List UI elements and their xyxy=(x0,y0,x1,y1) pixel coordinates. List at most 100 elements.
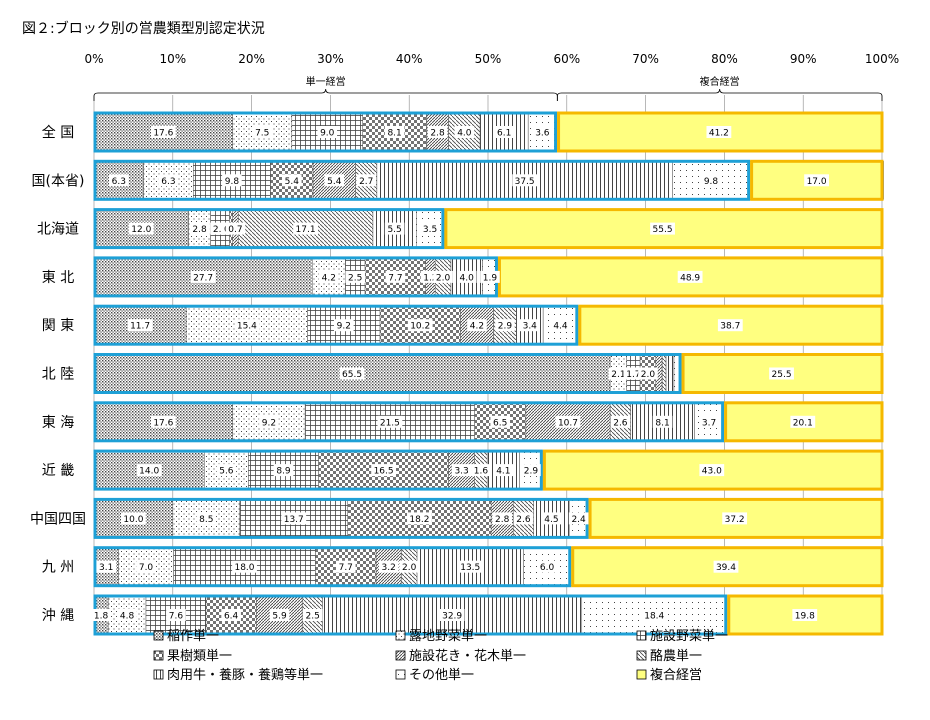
legend-label: 果樹類単一 xyxy=(167,648,232,664)
data-label-bg xyxy=(550,319,571,332)
data-label: 15.4 xyxy=(237,322,257,332)
data-label-bg xyxy=(608,367,629,380)
data-label: 3.4 xyxy=(523,322,538,332)
single-outline xyxy=(93,111,558,153)
data-label-bg xyxy=(136,560,156,573)
legend: 稲作単一露地野菜単一施設野菜単一果樹類単一施設花き・花木単一酪農単一肉用牛・養豚… xyxy=(153,628,728,683)
bar-segment xyxy=(665,354,675,393)
data-label-bg xyxy=(568,512,589,525)
data-label-bg xyxy=(532,126,553,138)
data-label-bg xyxy=(555,415,581,428)
category-label: 中国四国 xyxy=(30,511,86,527)
x-tick-label: 90% xyxy=(790,52,817,66)
data-label: 4.5 xyxy=(544,515,558,525)
legend-label: 施設花き・花木単一 xyxy=(409,648,526,664)
data-label: 4.4 xyxy=(553,322,568,332)
data-label-bg xyxy=(701,174,721,187)
category-label: 北 陸 xyxy=(42,367,74,383)
data-label-bg xyxy=(166,609,186,621)
data-label: 7.6 xyxy=(169,612,184,622)
data-label: 8.1 xyxy=(655,418,669,428)
data-label-bg xyxy=(345,270,366,283)
data-label-bg xyxy=(480,270,500,283)
data-label: 3.1 xyxy=(99,563,113,573)
legend-label: 稲作単一 xyxy=(167,628,219,644)
data-label: 7.7 xyxy=(388,273,402,283)
composite-outline xyxy=(571,546,884,588)
composite-outline xyxy=(557,111,884,153)
data-label: 2.8 xyxy=(430,129,445,139)
legend-swatch xyxy=(153,630,164,641)
data-label-bg xyxy=(541,512,562,525)
data-label-bg xyxy=(377,415,403,428)
data-label: 43.0 xyxy=(702,467,722,477)
data-label-bg xyxy=(281,512,307,525)
legend-label: 露地野菜単一 xyxy=(409,628,487,644)
data-label: 7.0 xyxy=(139,563,154,573)
category-label: 関 東 xyxy=(42,318,74,334)
data-label: 8.1 xyxy=(387,129,401,139)
x-tick-label: 50% xyxy=(475,52,502,66)
data-label-bg xyxy=(109,174,129,187)
data-label: 1.9 xyxy=(483,273,498,283)
data-label-bg xyxy=(136,464,162,477)
category-label: 国(本省) xyxy=(32,173,85,189)
data-label-bg xyxy=(225,222,246,235)
data-label-bg xyxy=(722,512,748,525)
x-tick-label: 100% xyxy=(865,52,899,66)
data-label: 2.4 xyxy=(571,515,586,525)
data-label-bg xyxy=(232,560,257,573)
data-label: 1.6 xyxy=(474,467,489,477)
x-tick-label: 0% xyxy=(84,52,103,66)
single-outline xyxy=(93,208,445,250)
legend-label: 酪農単一 xyxy=(650,648,702,664)
data-label-bg xyxy=(196,512,217,525)
data-label-bg xyxy=(454,126,475,138)
data-label: 3.3 xyxy=(454,467,468,477)
data-label: 0.7 xyxy=(228,225,242,235)
data-label-bg xyxy=(378,560,399,573)
data-label-bg xyxy=(512,174,538,187)
data-label-bg xyxy=(420,222,440,235)
data-label: 2.7 xyxy=(359,177,373,187)
single-outline xyxy=(93,353,682,394)
data-label-bg xyxy=(335,560,356,573)
data-label-bg xyxy=(234,319,260,332)
data-label-bg xyxy=(471,464,491,477)
x-tick-label: 60% xyxy=(553,52,580,66)
data-label: 2.9 xyxy=(498,322,513,332)
data-label-bg xyxy=(96,560,117,573)
data-label: 48.9 xyxy=(680,273,700,283)
data-label: 9.2 xyxy=(262,418,276,428)
composite-outline xyxy=(724,401,884,443)
data-label-bg xyxy=(189,222,210,235)
data-label-bg xyxy=(399,560,419,573)
single-outline xyxy=(93,159,751,201)
data-label: 1.2 xyxy=(423,273,437,283)
data-label: 10.2 xyxy=(410,322,430,332)
data-label: 2.0 xyxy=(402,563,417,573)
data-label-bg xyxy=(407,319,433,332)
data-label-bg xyxy=(117,609,137,621)
data-label: 16.5 xyxy=(374,467,394,477)
data-label-bg xyxy=(128,222,154,235)
data-label-bg xyxy=(190,270,216,283)
legend-label: 肉用牛・養豚・養鶏等単一 xyxy=(167,667,323,683)
data-label-bg xyxy=(792,609,818,621)
data-label: 8.9 xyxy=(276,467,291,477)
data-label: 7.5 xyxy=(255,129,269,139)
data-label: 1.7 xyxy=(626,370,640,380)
data-label-bg xyxy=(158,174,179,187)
data-label-bg xyxy=(492,512,512,525)
single-outline xyxy=(93,304,579,346)
data-label: 32.9 xyxy=(442,612,462,622)
bar-segment xyxy=(304,402,475,442)
data-label: 17.1 xyxy=(296,225,316,235)
data-label: 6.1 xyxy=(497,129,511,139)
data-label-bg xyxy=(281,174,302,187)
single-outline xyxy=(93,546,572,588)
data-label: 25.5 xyxy=(772,370,792,380)
legend-swatch xyxy=(636,669,647,680)
data-label-bg xyxy=(371,464,396,477)
